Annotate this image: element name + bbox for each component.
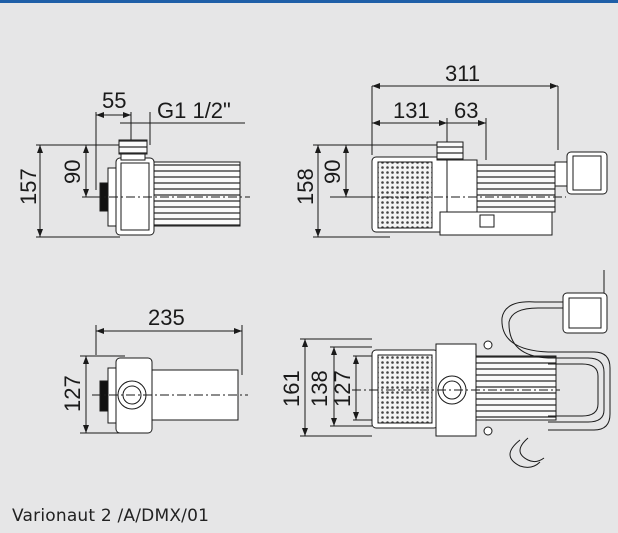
dim-thread: G1 1/2" bbox=[157, 98, 231, 123]
view-top-right bbox=[300, 270, 611, 468]
view-top-left bbox=[80, 325, 248, 434]
dim-127-left: 127 bbox=[60, 375, 85, 412]
dim-55: 55 bbox=[102, 88, 126, 113]
dim-131: 131 bbox=[393, 98, 430, 123]
dim-90-right: 90 bbox=[320, 160, 345, 184]
dim-157: 157 bbox=[16, 168, 41, 205]
dim-63: 63 bbox=[454, 98, 478, 123]
dim-90-left: 90 bbox=[60, 160, 85, 184]
dim-138: 138 bbox=[307, 370, 332, 407]
top-accent-line bbox=[0, 0, 618, 3]
dim-235: 235 bbox=[148, 305, 185, 330]
dim-158: 158 bbox=[293, 168, 318, 205]
dim-127-right: 127 bbox=[330, 370, 355, 407]
dim-161: 161 bbox=[279, 370, 304, 407]
view-side-left bbox=[36, 112, 250, 238]
view-side-right bbox=[313, 85, 608, 238]
product-caption: Varionaut 2 /A/DMX/01 bbox=[12, 506, 210, 526]
dim-311: 311 bbox=[445, 61, 480, 86]
